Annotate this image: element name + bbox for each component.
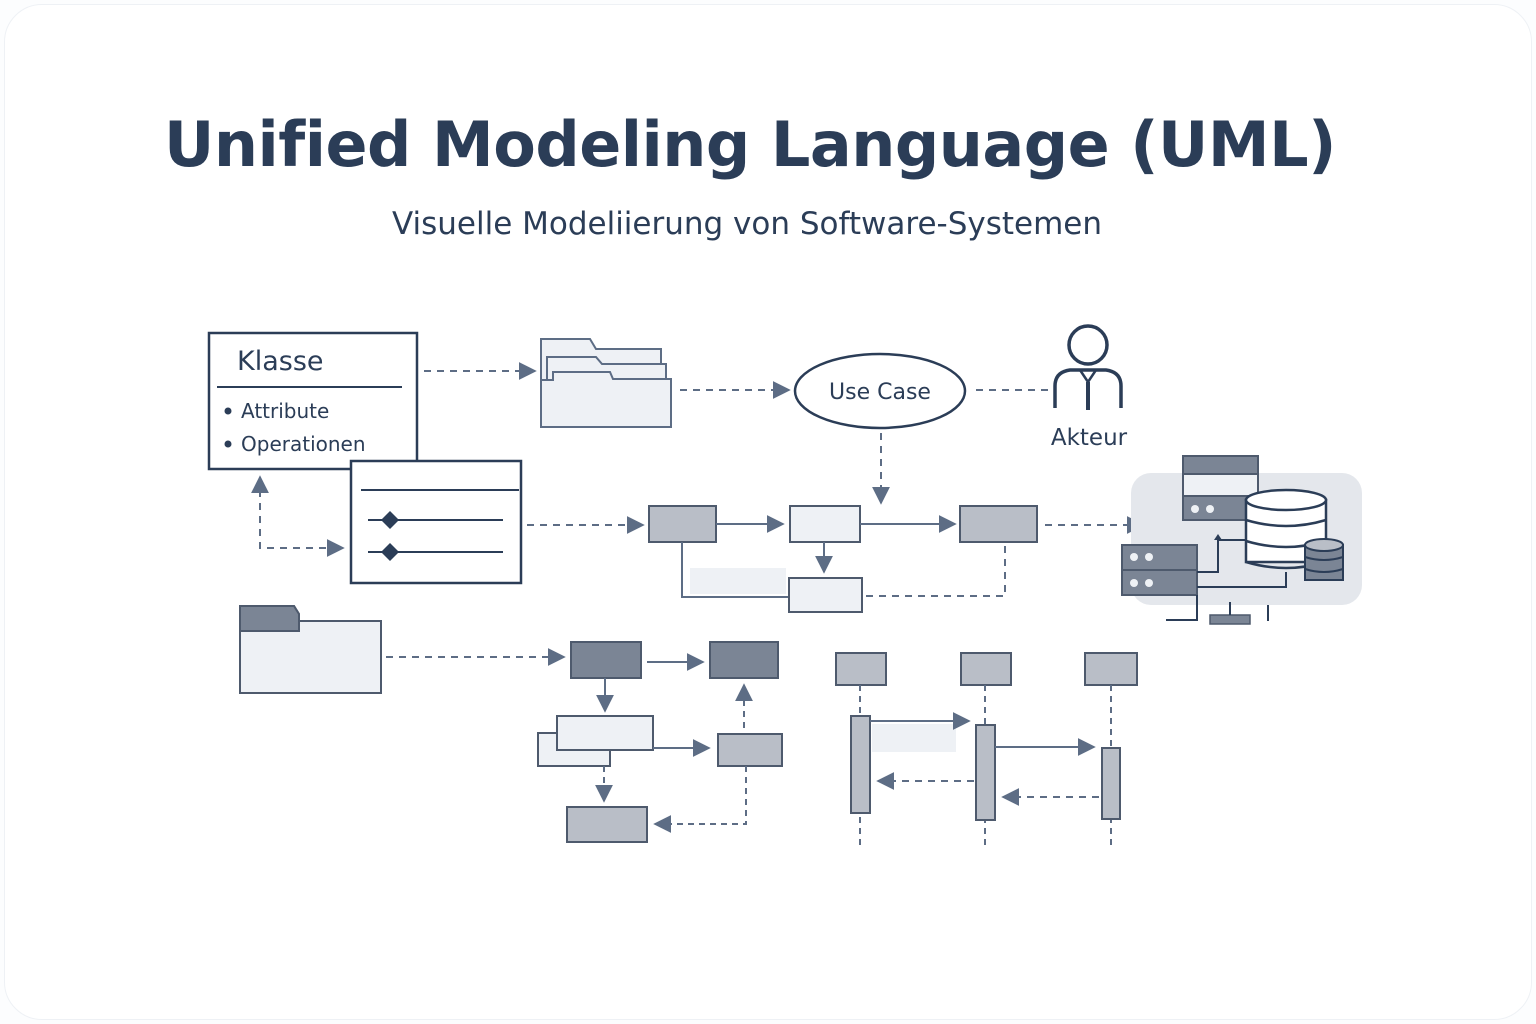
sequence-diagram [835, 652, 1138, 845]
dashed-arrow [251, 475, 345, 557]
flow-diagram [537, 641, 783, 843]
class-box-frame [207, 331, 419, 471]
activation-bar [1101, 747, 1121, 820]
dashed-line [866, 545, 1006, 597]
activity-diagram [648, 505, 1038, 613]
package-folder-icon [540, 338, 672, 428]
lifeline-head [1084, 652, 1138, 686]
dashed-arrow [653, 766, 747, 833]
bullet-icon [224, 440, 232, 448]
lifeline-head [835, 652, 887, 686]
actor-icon [1053, 324, 1123, 410]
activity-node [788, 577, 863, 613]
activity-node [648, 505, 717, 543]
component-box [349, 459, 523, 585]
folder-icon [239, 605, 382, 694]
deployment-cluster [1121, 455, 1362, 625]
class-box: Klasse Attribute Operationen [207, 331, 419, 471]
class-attribute: Attribute [241, 399, 329, 423]
flow-line [681, 542, 788, 598]
diamond-icon [381, 511, 399, 529]
activation-bar [975, 724, 996, 821]
page-subtitle: Visuelle Modeliierung von Software-Syste… [391, 206, 1103, 242]
activity-node [959, 505, 1038, 543]
class-name: Klasse [237, 346, 324, 377]
page-title: Unified Modeling Language (UML) [164, 108, 1336, 181]
use-case-label: Use Case [829, 380, 931, 405]
use-case-ellipse: Use Case [793, 352, 967, 430]
class-operation: Operationen [241, 432, 366, 456]
actor-label: Akteur [1051, 425, 1128, 451]
activation-bar [850, 715, 871, 814]
flow-node [566, 806, 648, 843]
activity-node [789, 505, 861, 543]
diamond-icon [381, 543, 399, 561]
bullet-icon [224, 407, 232, 415]
flow-node [556, 715, 654, 751]
flow-node [709, 641, 779, 679]
flow-node [570, 641, 642, 679]
lifeline-head [960, 652, 1012, 686]
database-small-icon [1304, 538, 1344, 581]
flow-node [717, 733, 783, 767]
